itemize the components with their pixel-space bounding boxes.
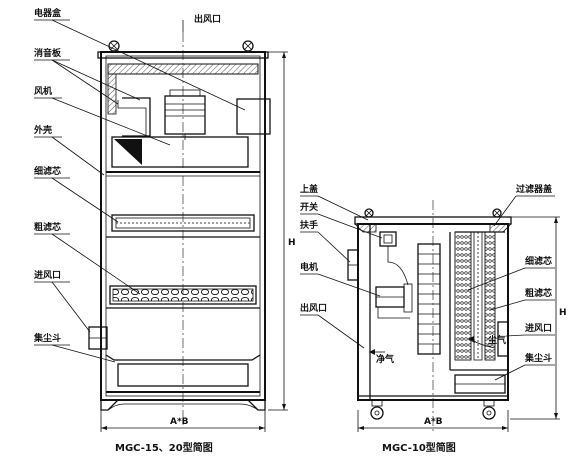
right-caster-left xyxy=(370,399,384,420)
label-silencer: 消音板 xyxy=(34,47,62,59)
caption-right: MGC-10型简图 xyxy=(382,441,456,454)
label-fine-filter-right: 细滤芯 xyxy=(525,255,552,267)
left-dust-hopper xyxy=(105,354,261,393)
right-dust-hopper xyxy=(450,369,508,394)
right-lifting-eye-left xyxy=(364,208,374,218)
right-handle xyxy=(347,249,359,281)
label-height-right: H xyxy=(559,308,567,318)
left-lifting-eye-right xyxy=(242,40,254,53)
label-switch: 开关 xyxy=(300,201,318,213)
left-leader-lines xyxy=(51,19,246,363)
left-fan-housing xyxy=(111,136,249,168)
label-shell: 外壳 xyxy=(33,124,52,136)
label-top-cover: 上盖 xyxy=(300,183,318,195)
left-width-dimension xyxy=(100,410,266,432)
right-inlet-port xyxy=(497,321,509,357)
right-height-dimension xyxy=(510,216,560,420)
label-electric-box: 电器盒 xyxy=(34,7,62,19)
label-coarse-filter: 粗滤芯 xyxy=(34,221,61,233)
caption-left: MGC-15、20型简图 xyxy=(115,441,213,454)
label-height-left: H xyxy=(288,238,296,248)
label-width-right: A*B xyxy=(424,417,443,427)
left-diagram: 电器盒 消音板 风机 外壳 细滤芯 粗滤芯 进风口 集尘斗 出风口 H A*B … xyxy=(33,7,296,454)
right-motor xyxy=(375,283,413,319)
label-inlet-right: 进风口 xyxy=(525,322,552,334)
label-fan: 风机 xyxy=(34,85,52,97)
label-coarse-filter-right: 粗滤芯 xyxy=(525,287,552,299)
right-lifting-eye-right xyxy=(492,208,502,218)
left-lifting-eye-left xyxy=(108,40,120,53)
label-outlet-top: 出风口 xyxy=(194,13,221,25)
label-dust-air: 尘气 xyxy=(488,334,506,346)
label-outlet-right: 出风口 xyxy=(300,302,327,314)
label-clean-air: 净气 xyxy=(376,353,394,365)
left-fan-motor xyxy=(164,89,206,140)
label-motor: 电机 xyxy=(300,261,318,273)
label-dust-hopper: 集尘斗 xyxy=(33,332,61,344)
right-switch xyxy=(379,231,397,247)
right-diagram: 上盖 开关 扶手 电机 出风口 过滤器盖 细滤芯 粗滤芯 进风口 集尘斗 净气 … xyxy=(300,183,567,454)
right-width-dimension xyxy=(357,410,509,432)
right-caster-right xyxy=(482,399,496,420)
label-filter-cover: 过滤器盖 xyxy=(516,183,552,195)
label-dust-hopper-right: 集尘斗 xyxy=(524,352,552,364)
right-fine-filter xyxy=(454,231,472,361)
label-width-left: A*B xyxy=(170,417,189,427)
left-electric-box xyxy=(236,98,271,135)
right-fan-louvers xyxy=(417,243,441,355)
label-inlet: 进风口 xyxy=(34,269,61,281)
left-height-dimension xyxy=(268,51,288,411)
label-fine-filter: 细滤芯 xyxy=(34,165,61,177)
label-handle: 扶手 xyxy=(300,219,318,231)
right-leader-lines xyxy=(300,195,555,381)
